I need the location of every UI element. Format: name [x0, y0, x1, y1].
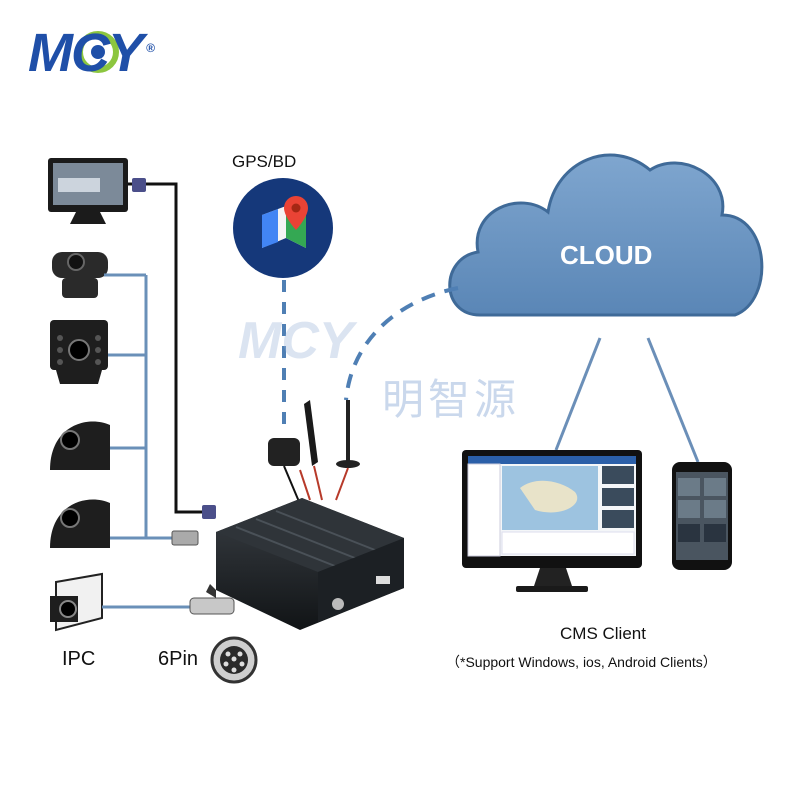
- side-camera-icon: [50, 499, 110, 548]
- brand-logo: MCY®: [28, 23, 155, 83]
- cms-client-title: CMS Client: [560, 624, 646, 643]
- smartphone-icon: [672, 462, 732, 570]
- registered-mark: ®: [146, 41, 155, 55]
- aviation-connector-icon: [189, 597, 258, 684]
- wireless-dashed-link: [344, 286, 459, 401]
- side-camera-icon: [50, 421, 110, 470]
- logo-mark-icon: [77, 31, 119, 73]
- svg-text:MCY: MCY: [238, 312, 358, 370]
- cloud-label: CLOUD: [560, 240, 653, 270]
- front-camera-icon: [52, 252, 108, 298]
- watermark-chinese-text: 明智源: [382, 376, 521, 423]
- ipc-label: IPC: [62, 648, 96, 670]
- gps-antenna-icon: [268, 438, 301, 505]
- ipc-camera-icon: [50, 572, 103, 632]
- car-monitor-icon: [48, 158, 128, 224]
- gps-icon: [233, 178, 333, 278]
- antenna-cables: [299, 465, 349, 501]
- cloud-to-client-lines: [554, 337, 700, 463]
- mobile-dvr-box-icon: [206, 498, 404, 630]
- rear-ir-camera-icon: [50, 320, 108, 384]
- cms-client-note: （*Support Windows, ios, Android Clients）: [446, 654, 717, 670]
- desktop-monitor-icon: [462, 450, 642, 592]
- six-pin-label: 6Pin: [158, 648, 199, 670]
- camera-wiring: [102, 273, 196, 609]
- cloud-icon: [448, 153, 764, 317]
- cable-connectors: [132, 178, 216, 546]
- monitor-wiring: [128, 182, 214, 514]
- cellular-antenna-icon: [304, 400, 360, 468]
- watermark-logo: MCY: [238, 312, 358, 370]
- gps-label: GPS/BD: [232, 152, 297, 171]
